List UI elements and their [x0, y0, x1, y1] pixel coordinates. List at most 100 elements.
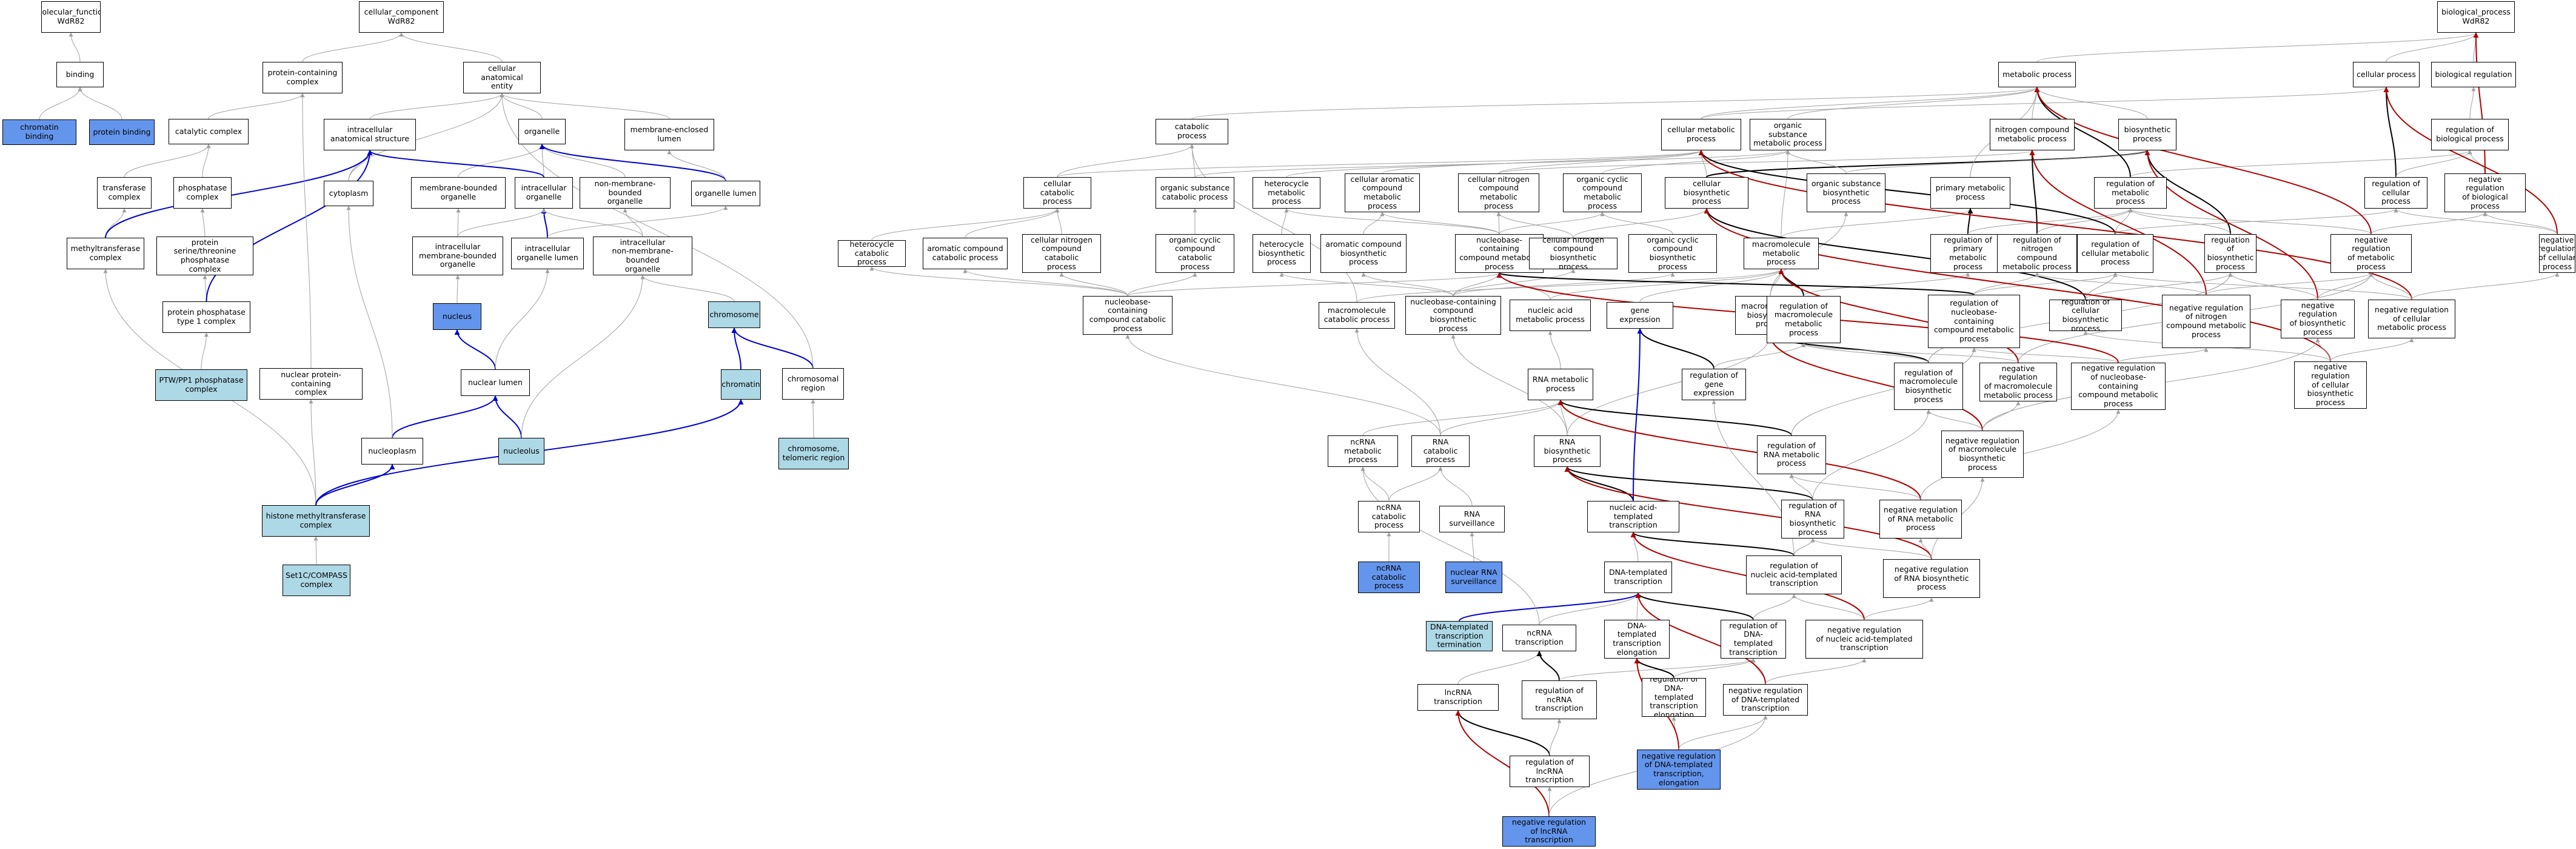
- edge-gray-nlumen-to-iol: [495, 269, 550, 370]
- edge-red-negregbio-to-bp: [2473, 32, 2486, 174]
- edge-gray-regbio-to-bioreg: [2469, 87, 2476, 119]
- edge-gray-negregncmp-to-regnit: [2035, 272, 2207, 295]
- go-term-negregbio: negative regulation of biological proces…: [2444, 173, 2526, 212]
- edge-gray-nbccp-to-hetcat: [869, 266, 1128, 297]
- edge-gray-nbcbp-to-hetbio: [1279, 272, 1454, 297]
- edge-gray-regrnabio-to-regmacrobio: [1812, 409, 1931, 500]
- go-term-regcellmet: regulation of cellular metabolic process: [2077, 234, 2153, 273]
- edge-gray-rnabio-to-nbcbp: [1451, 334, 1568, 436]
- go-term-binding: binding: [56, 62, 104, 87]
- edge-black-regprim-to-primmet: [1967, 208, 1973, 235]
- go-term-macromet: macromolecule metabolic process: [1744, 238, 1819, 269]
- edge-gray-rnabio-to-rnamet: [1558, 400, 1568, 436]
- go-term-negregrnamet: negative regulation of RNA metabolic pro…: [1879, 500, 1962, 539]
- edge-gray-nbccp-to-accp: [963, 269, 1128, 297]
- edge-gray-regcellbio-to-regcellmet: [2085, 272, 2118, 300]
- go-term-macrocat: macromolecule catabolic process: [1319, 302, 1395, 329]
- edge-gray-negregcell-to-negregbio: [2483, 212, 2558, 235]
- go-term-negregnbc: negative regulation of nucleobase-contai…: [2071, 363, 2166, 410]
- edge-gray-npcc-to-pcc: [300, 93, 312, 369]
- go-term-regnit: regulation of nitrogen compound metaboli…: [1997, 234, 2077, 273]
- edge-gray-negregnbc-to-negregncmp: [2118, 347, 2209, 363]
- go-term-cellbio: cellular biosynthetic process: [1665, 177, 1748, 209]
- go-term-negregnatt: negative regulation of nucleic acid-temp…: [1805, 620, 1923, 659]
- go-term-rnamet: RNA metabolic process: [1528, 369, 1593, 400]
- edge-gray-telomeric-to-chrreg: [811, 399, 815, 438]
- go-term-cncbp: cellular nitrogen compound biosynthetic …: [1529, 238, 1618, 269]
- go-term-cellmet: cellular metabolic process: [1661, 119, 1741, 150]
- go-term-osmp: organic substance metabolic process: [1750, 119, 1826, 150]
- go-term-regrnamet: regulation of RNA metabolic process: [1757, 435, 1826, 474]
- edge-gray-cncbp-to-cncmp: [1496, 212, 1574, 238]
- go-term-dttterm: DNA-templated transcription termination: [1426, 621, 1493, 651]
- edge-gray-cellcat-to-catabolic: [1057, 144, 1194, 178]
- edge-gray-rnacat-to-nbccp: [1125, 334, 1441, 436]
- edge-gray-rnabio-to-macrobio: [1567, 334, 1773, 436]
- go-term-regprim: regulation of primary metabolic process: [1930, 234, 2006, 273]
- edge-gray-acbp-to-cacmp: [1363, 212, 1385, 235]
- edge-red-negregncmp-to-ncmp: [2029, 150, 2207, 295]
- edge-gray-protein_binding-to-binding: [78, 87, 122, 120]
- go-term-catcomplex: catalytic complex: [169, 119, 249, 144]
- go-term-regmacromet: regulation of macromolecule metabolic pr…: [1767, 296, 1841, 343]
- go-term-negregdtt: negative regulation of DNA-templated tra…: [1723, 684, 1808, 716]
- edge-gray-ncrnatx-to-dtt: [1539, 592, 1641, 625]
- edge-gray-ncrnatx-to-ncrnamet: [1360, 466, 1540, 625]
- go-term-biosyn: biosynthetic process: [2118, 119, 2176, 150]
- edge-gray-hetbio-to-hetmet: [1281, 208, 1289, 235]
- go-term-nbcbp: nucleobase-containing compound biosynthe…: [1405, 296, 1501, 335]
- edge-gray-negregcellmet-to-negregcell: [2411, 272, 2560, 300]
- edge-gray-macromet-to-osmp: [1781, 150, 1790, 238]
- go-term-oscp: organic substance catabolic process: [1156, 177, 1234, 209]
- edge-gray-regrnamet-to-regnbc: [1791, 347, 1976, 436]
- go-term-negregrnabio: negative regulation of RNA biosynthetic …: [1883, 559, 1980, 598]
- edge-gray-cncbp-to-cellbio: [1573, 208, 1709, 238]
- edge-gray-nmbo-to-organelle: [540, 144, 626, 178]
- edge-gray-regnatt-to-regrnabio: [1793, 538, 1815, 556]
- go-term-negregcellbio: negative regulation of cellular biosynth…: [2294, 361, 2367, 409]
- edge-gray-negregcellbio-to-negregcellmet: [2330, 338, 2414, 362]
- edge-gray-nbccp-to-cnccp: [1059, 272, 1128, 297]
- go-term-olumen: organelle lumen: [691, 181, 760, 206]
- edge-blue-olumen-to-organelle: [539, 144, 726, 181]
- go-term-regdttelong: regulation of DNA-templated transcriptio…: [1642, 678, 1706, 717]
- edge-gray-regdtt-to-regnatt: [1753, 594, 1796, 620]
- edge-gray-ncrnacat-to-rnacat: [1388, 466, 1443, 502]
- edge-gray-nucleolus-to-inmbo: [521, 275, 645, 438]
- go-term-regnatt: regulation of nucleic acid-templated tra…: [1746, 555, 1842, 594]
- edge-gray-mbo-to-organelle: [458, 144, 544, 178]
- edge-black-regrnamet-to-rnamet: [1557, 400, 1792, 436]
- edge-gray-macrobio-to-macromet: [1770, 269, 1784, 297]
- edge-gray-ocmp-to-osmp: [1602, 150, 1790, 174]
- edge-black-regrnabio-to-rnabio: [1564, 466, 1813, 500]
- edge-gray-regmacrobio-to-regmacromet: [1801, 343, 1929, 363]
- edge-blue-pp1-to-ias: [206, 150, 373, 302]
- edge-blue-mtc-to-ias: [105, 150, 373, 238]
- go-term-natt: nucleic acid-templated transcription: [1587, 501, 1679, 532]
- go-term-nbccp: nucleobase-containing compound catabolic…: [1083, 296, 1173, 335]
- edge-gray-catabolic-to-metabolic: [1191, 87, 2039, 119]
- go-term-mtc: methyltransferase complex: [67, 238, 144, 269]
- edge-gray-nbccp-to-nbcmp: [1127, 272, 1502, 297]
- edge-gray-pcc-to-cc: [302, 32, 404, 62]
- edge-gray-cellproc-to-bp: [2386, 32, 2478, 62]
- edge-gray-inmbo-to-nmbo: [623, 208, 643, 237]
- go-term-set1c: Set1C/COMPASS complex: [283, 565, 350, 596]
- go-term-io: intracellular organelle: [515, 177, 573, 209]
- edge-gray-negregmacrobio-to-negregmacromet: [1982, 401, 2021, 431]
- edge-gray-negregnatt-to-regnatt: [1791, 594, 1865, 620]
- edge-gray-negregncmp-to-negregmet: [2206, 272, 2374, 295]
- edge-gray-regprim-to-regmet: [1967, 208, 2133, 235]
- go-term-catabolic: catabolic process: [1156, 119, 1228, 144]
- edge-gray-binding-to-mf: [69, 32, 81, 62]
- edge-black-regcellbio-to-cellbio: [1704, 208, 2086, 300]
- edge-gray-regmacromet-to-regprim: [1803, 272, 1970, 297]
- go-term-reggeneexp: regulation of gene expression: [1682, 369, 1746, 400]
- go-term-nlumen: nuclear lumen: [461, 369, 530, 396]
- edge-gray-macrocat-to-catabolic: [1189, 144, 1357, 303]
- go-term-bioreg: biological regulation: [2431, 62, 2516, 87]
- go-term-npcc: nuclear protein-containing complex: [259, 368, 363, 400]
- edge-gray-io-to-organelle: [540, 144, 544, 178]
- edge-gray-osmp-to-metabolic: [1787, 87, 2039, 119]
- edge-blue-nlumen-to-nucleus: [454, 329, 496, 370]
